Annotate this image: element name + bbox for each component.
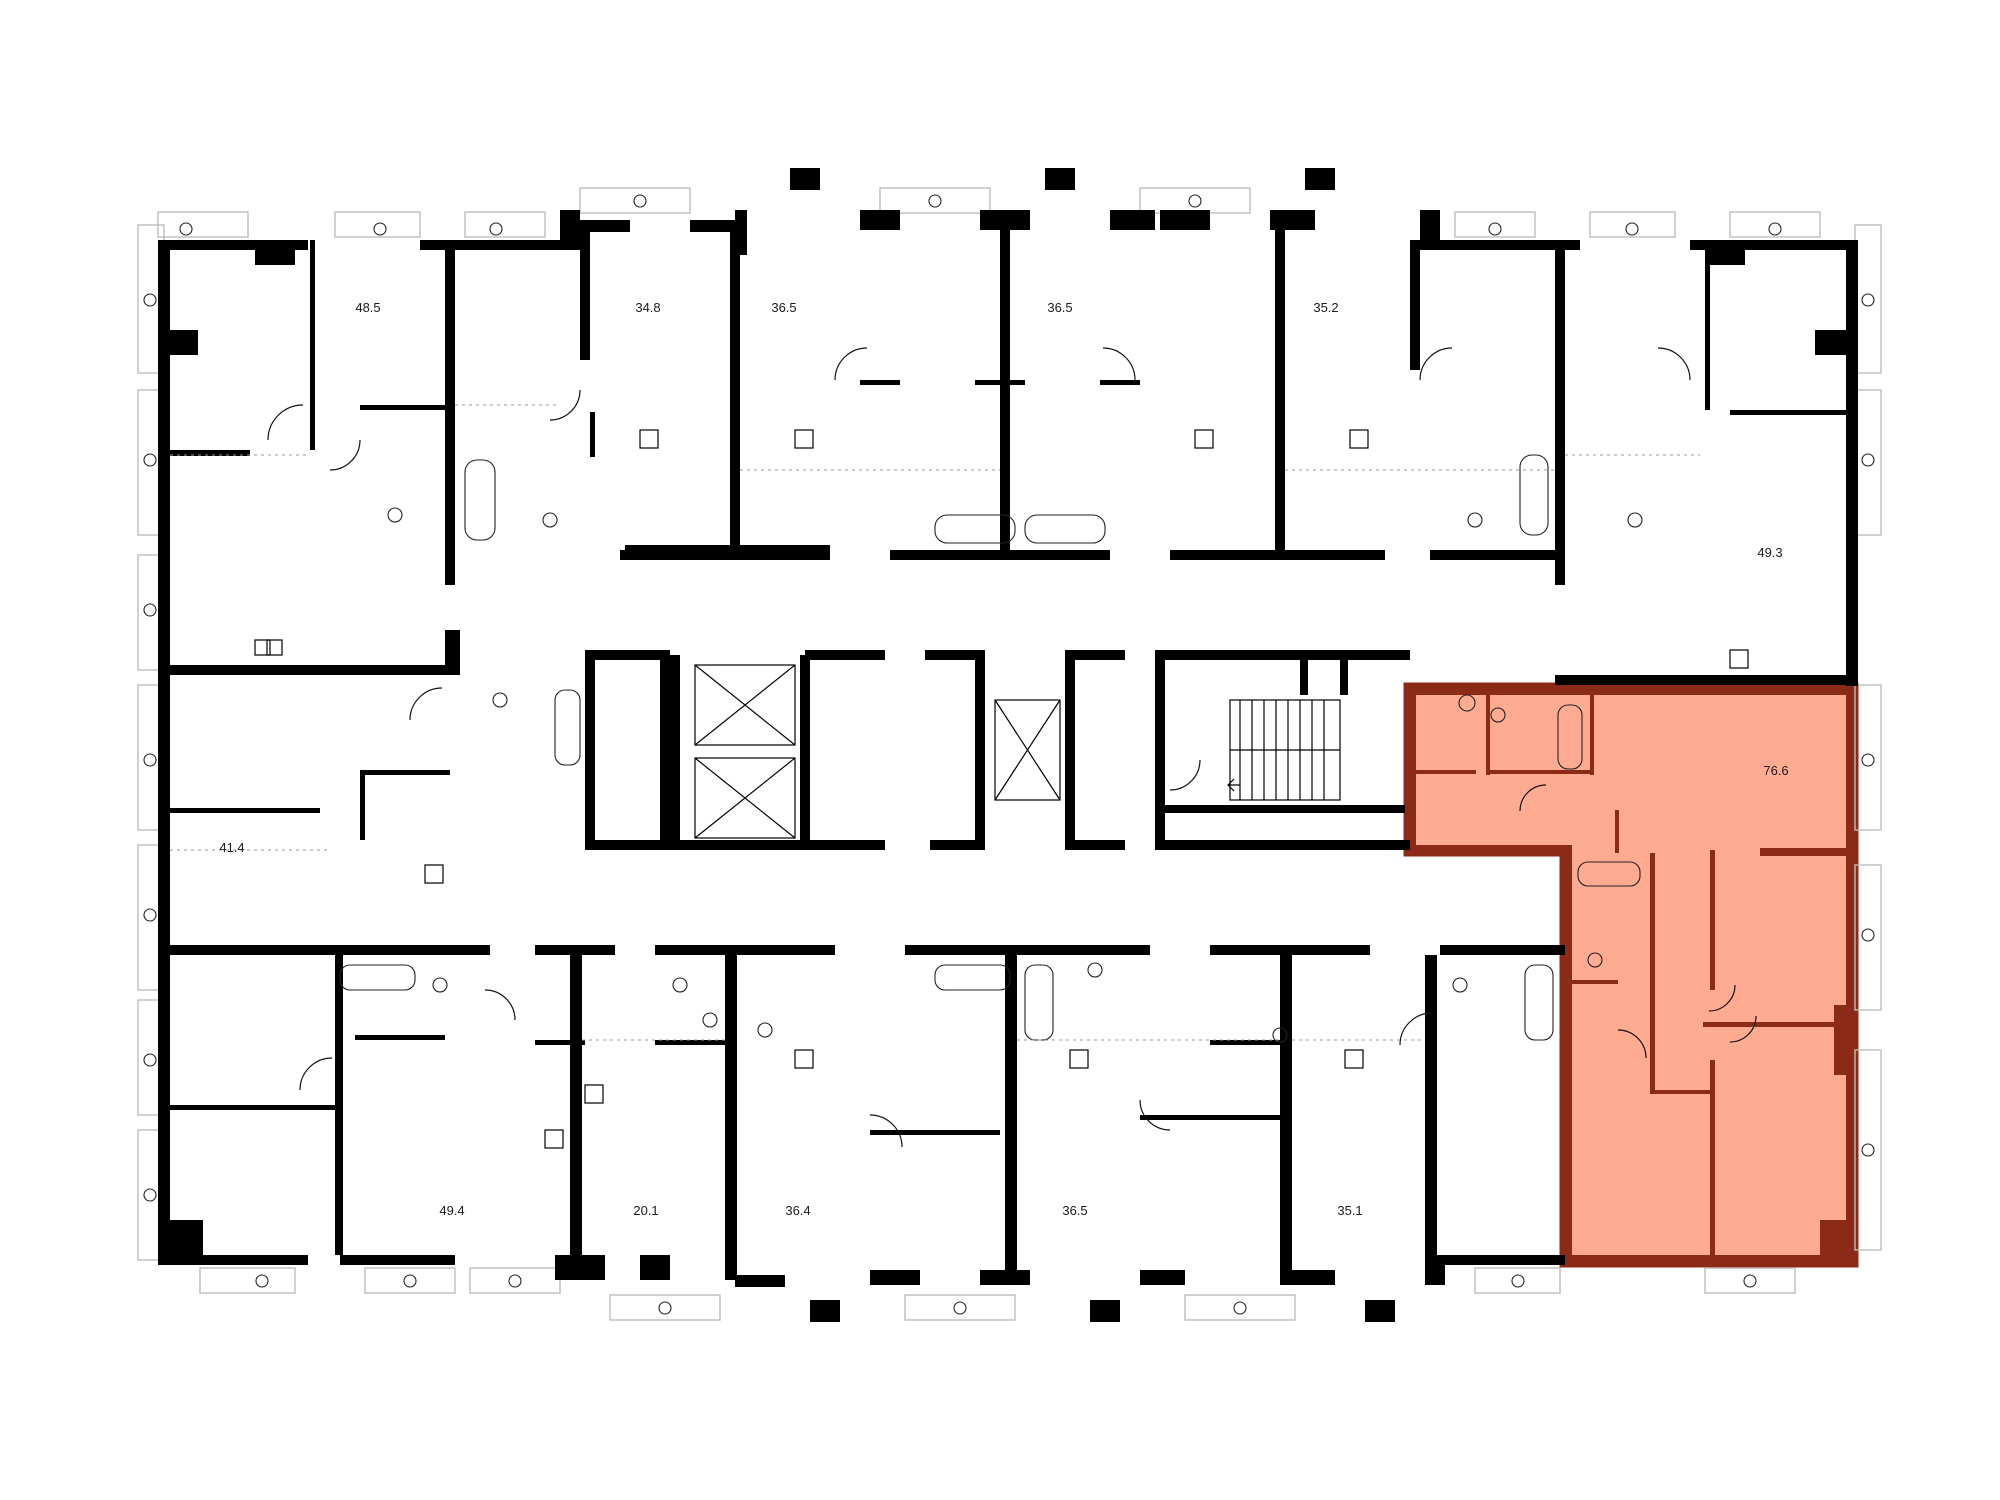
fixtures: [170, 347, 1749, 1149]
walls: [158, 168, 1858, 1322]
staircase: [1227, 699, 1341, 801]
area-label-35-1[interactable]: 35.1: [1337, 1203, 1362, 1218]
area-label-76-6[interactable]: 76.6: [1763, 763, 1788, 778]
apartment-76-6[interactable]: [1403, 682, 1859, 1268]
area-label-36-4[interactable]: 36.4: [785, 1203, 810, 1218]
area-label-36-5-top-b[interactable]: 36.5: [1047, 300, 1072, 315]
area-label-20-1[interactable]: 20.1: [633, 1203, 658, 1218]
area-label-49-3[interactable]: 49.3: [1757, 545, 1782, 560]
area-label-48-5[interactable]: 48.5: [355, 300, 380, 315]
elevator-shafts: [694, 664, 1061, 839]
area-labels: 48.5 34.8 36.5 36.5 35.2 49.3 76.6 41.4 …: [219, 300, 1788, 1218]
balconies: [137, 187, 1882, 1321]
area-label-41-4[interactable]: 41.4: [219, 840, 244, 855]
area-label-49-4[interactable]: 49.4: [439, 1203, 464, 1218]
area-label-35-2[interactable]: 35.2: [1313, 300, 1338, 315]
area-label-34-8[interactable]: 34.8: [635, 300, 660, 315]
area-label-36-5-bottom[interactable]: 36.5: [1062, 1203, 1087, 1218]
area-label-36-5-top-a[interactable]: 36.5: [771, 300, 796, 315]
